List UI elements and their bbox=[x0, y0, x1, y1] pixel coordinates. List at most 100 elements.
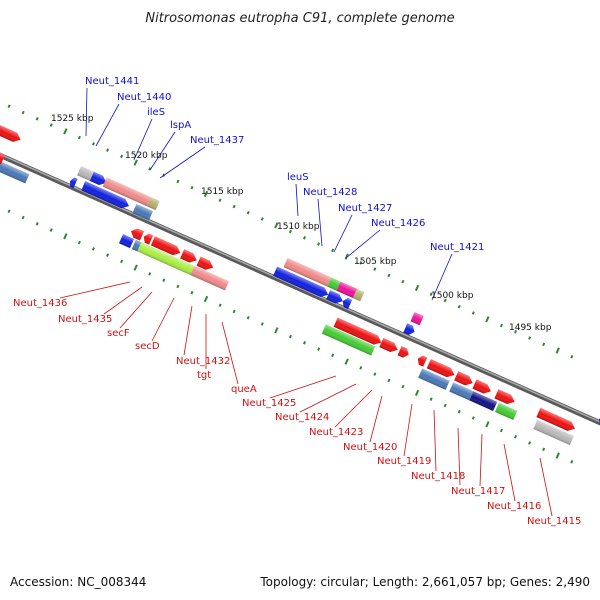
tick-dot bbox=[120, 259, 124, 264]
gene-feature-shade bbox=[119, 234, 135, 249]
tick-dot bbox=[555, 347, 560, 354]
gene-label-neut-1417: Neut_1417 bbox=[451, 486, 505, 497]
tick-dot bbox=[63, 128, 68, 135]
leader-line bbox=[269, 375, 337, 399]
tick-dot bbox=[35, 117, 39, 121]
tick-label-1525: 1525 kbp bbox=[51, 114, 94, 124]
tick-dot bbox=[499, 428, 503, 433]
gene-feature-shade bbox=[283, 257, 332, 287]
tick-dot bbox=[77, 240, 81, 245]
gene-feature-shade bbox=[143, 233, 154, 245]
gene-feature-shade bbox=[454, 371, 473, 386]
leader-line bbox=[133, 118, 153, 161]
gene-label-neut-1420: Neut_1420 bbox=[343, 442, 397, 453]
gene-feature-shade bbox=[70, 177, 78, 189]
gene-label-secf: secF bbox=[107, 328, 130, 339]
gene-label-neut-1432: Neut_1432 bbox=[176, 356, 230, 367]
gene-label-neut-1415: Neut_1415 bbox=[527, 516, 581, 527]
leader-line bbox=[345, 229, 381, 259]
leader-line bbox=[369, 395, 383, 443]
tick-dot bbox=[457, 409, 461, 414]
gene-label-neut-1427: Neut_1427 bbox=[338, 203, 392, 214]
gene-feature-shade bbox=[326, 290, 343, 304]
gene-feature-shade bbox=[469, 391, 498, 412]
gene-label-tgt: tgt bbox=[197, 370, 211, 381]
tick-dot bbox=[106, 253, 110, 257]
tick-dot bbox=[232, 309, 236, 314]
tick-dot bbox=[302, 341, 307, 345]
tick-dot bbox=[443, 403, 447, 408]
tick-dot bbox=[35, 222, 39, 226]
tick-dot bbox=[148, 167, 152, 171]
gene-label-neut-1437: Neut_1437 bbox=[190, 135, 244, 146]
gene-label-quea: queA bbox=[231, 384, 257, 395]
leader-line bbox=[431, 253, 453, 301]
gene-feature-shade bbox=[196, 256, 214, 270]
leader-line bbox=[503, 443, 516, 502]
tick-dot bbox=[246, 315, 250, 320]
tick-label-1500: 1500 kbp bbox=[431, 291, 474, 301]
gene-feature-shade bbox=[379, 337, 398, 352]
gene-feature-shade bbox=[0, 123, 21, 142]
tick-dot bbox=[528, 336, 532, 340]
tick-labels: 1525 kbp 1520 kbp 1515 kbp 1510 kbp 1505… bbox=[51, 114, 552, 333]
tick-dot bbox=[373, 372, 377, 376]
gene-feature-shade bbox=[102, 177, 151, 207]
gene-feature-shade bbox=[472, 379, 491, 394]
leader-line bbox=[59, 281, 131, 299]
gene-label-iles: ileS bbox=[147, 107, 165, 118]
genome-backbone bbox=[0, 152, 600, 426]
tick-label-1510: 1510 kbp bbox=[277, 222, 320, 232]
tick-dot bbox=[344, 253, 349, 260]
tick-dot bbox=[232, 204, 236, 209]
gene-label-lspa: lspA bbox=[170, 120, 191, 131]
tick-dot bbox=[373, 267, 377, 271]
gene-feature-shade bbox=[150, 236, 181, 256]
tick-dot bbox=[176, 284, 180, 289]
leader-line bbox=[457, 427, 461, 486]
gene-feature-shade bbox=[77, 166, 94, 181]
tick-dot bbox=[218, 303, 222, 307]
gene-label-neut-1425: Neut_1425 bbox=[242, 398, 296, 409]
leader-line bbox=[479, 433, 483, 487]
leader-line bbox=[85, 87, 88, 137]
gene-label-neut-1424: Neut_1424 bbox=[275, 412, 329, 423]
gene-label-neut-1419: Neut_1419 bbox=[377, 456, 431, 467]
leader-line bbox=[299, 383, 357, 413]
gene-label-neut-1418: Neut_1418 bbox=[411, 471, 465, 482]
leader-line bbox=[433, 409, 437, 472]
tick-dot bbox=[471, 416, 475, 420]
gene-feature-shade bbox=[426, 359, 455, 378]
gene-feature-shade bbox=[449, 382, 474, 401]
gene-feature-shade bbox=[131, 239, 142, 252]
feature-frame bbox=[0, 123, 600, 446]
leader-line bbox=[103, 286, 143, 315]
tick-dot bbox=[260, 322, 264, 326]
gene-label-neut-1416: Neut_1416 bbox=[487, 501, 541, 512]
gene-feature-shade bbox=[397, 346, 409, 358]
tick-dot bbox=[457, 304, 461, 309]
tick-dot bbox=[429, 292, 433, 296]
tick-dot bbox=[260, 217, 264, 221]
tick-dot bbox=[387, 273, 391, 278]
gene-feature-shade bbox=[533, 419, 574, 446]
tick-label-1495: 1495 kbp bbox=[509, 323, 552, 333]
gene-label-neut-1440: Neut_1440 bbox=[117, 92, 171, 103]
gene-feature-shade bbox=[352, 288, 365, 302]
tick-dot bbox=[288, 334, 292, 339]
gene-feature-shade bbox=[494, 389, 515, 405]
tick-dot bbox=[317, 242, 321, 246]
label-leader-lines bbox=[59, 87, 553, 517]
gene-label-neut-1428: Neut_1428 bbox=[303, 187, 357, 198]
tick-dot bbox=[203, 190, 209, 198]
gene-label-neut-1441: Neut_1441 bbox=[85, 76, 139, 87]
tick-dot bbox=[21, 110, 25, 115]
gene-label-neut-1436: Neut_1436 bbox=[13, 298, 67, 309]
gene-label-neut-1426: Neut_1426 bbox=[371, 218, 425, 229]
gene-feature-shade bbox=[131, 228, 145, 241]
gene-label-neut-1423: Neut_1423 bbox=[309, 427, 363, 438]
tick-dot bbox=[359, 261, 363, 265]
tick-dot bbox=[499, 323, 503, 328]
leader-line bbox=[403, 403, 413, 457]
gene-feature-shade bbox=[494, 402, 518, 420]
